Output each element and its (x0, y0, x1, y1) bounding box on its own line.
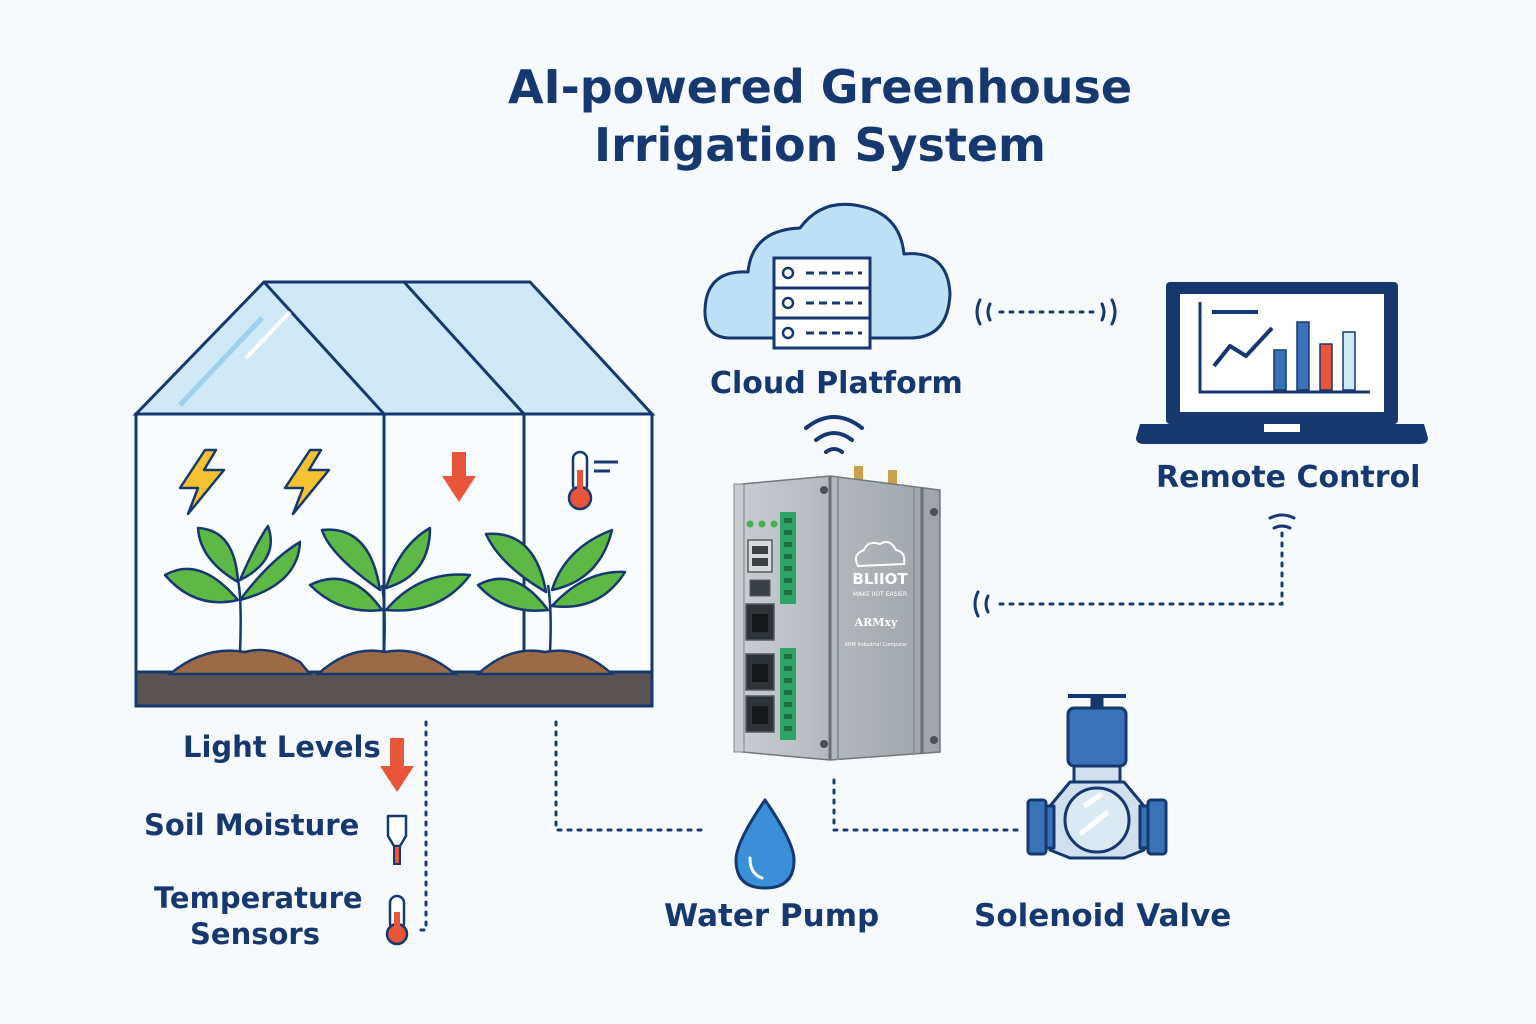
thermometer-icon (567, 450, 618, 511)
plant-left (163, 524, 302, 653)
plant-right (476, 528, 627, 653)
page-title-line1: AI-powered Greenhouse (507, 60, 1133, 114)
lightning-icon (283, 448, 331, 516)
cloud-platform-label: Cloud Platform (710, 366, 963, 401)
solenoid-valve-label: Solenoid Valve (974, 898, 1232, 934)
wifi-icon (804, 415, 864, 454)
remote-control-label: Remote Control (1156, 460, 1421, 495)
temperature-sensors-line2: Sensors (190, 917, 320, 951)
greenhouse-icon (132, 280, 656, 708)
soil-probe-icon (386, 814, 408, 865)
down-arrow-icon (380, 738, 414, 792)
light-levels-label: Light Levels (183, 730, 381, 764)
plant-middle (308, 526, 472, 653)
water-pump-label: Water Pump (664, 898, 880, 934)
soil-moisture-label: Soil Moisture (144, 808, 360, 842)
solenoid-valve-icon (1026, 694, 1168, 860)
page-title: AI-powered Greenhouse Irrigation System (380, 58, 1260, 174)
device-tagline: MAKE IIOT EASIER (853, 591, 907, 598)
cloud-server-icon (703, 202, 952, 350)
temperature-sensors-line1: Temperature (154, 881, 363, 915)
lightning-icon (178, 448, 226, 516)
device-subtitle: ARM Industrial Computer (845, 642, 909, 648)
laptop-chart-icon (1136, 282, 1428, 444)
water-drop-icon (734, 798, 796, 890)
device-brand: BLIIOT (852, 570, 908, 588)
signal-arcs (973, 298, 1296, 618)
armxy-device (733, 466, 941, 761)
device-model: ARMxy (854, 616, 898, 629)
thermometer-icon (385, 894, 409, 946)
temperature-sensors-label: Temperature Sensors (154, 880, 363, 952)
connector-lines (412, 310, 1284, 932)
page-title-line2: Irrigation System (594, 118, 1046, 172)
down-arrow-icon (442, 452, 476, 502)
